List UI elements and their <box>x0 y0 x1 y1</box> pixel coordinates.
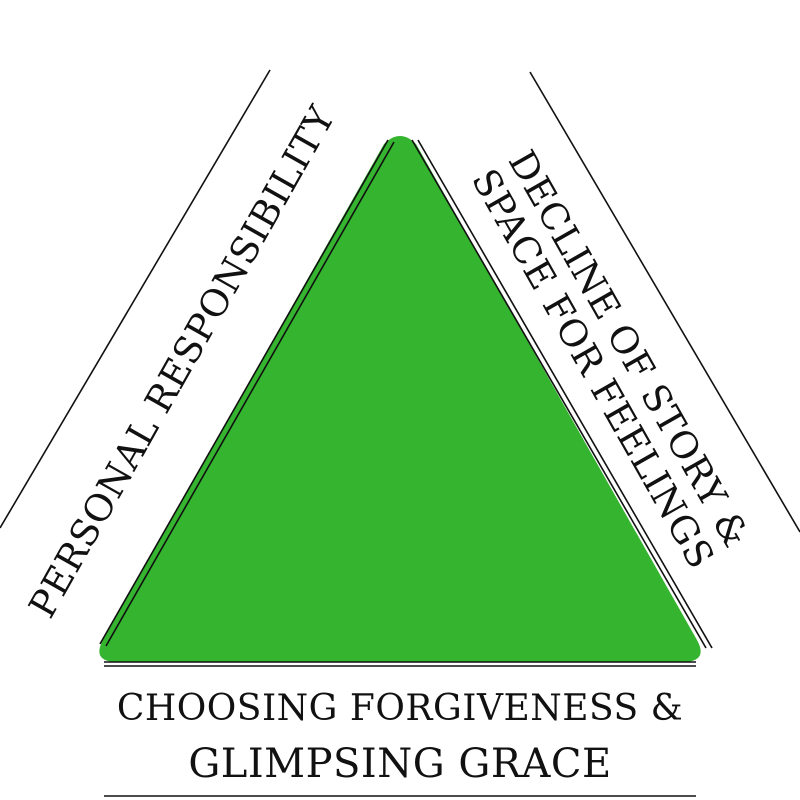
left-double-line <box>0 69 395 647</box>
bottom-label-line1: CHOOSING FORGIVENESS & <box>117 688 683 729</box>
right-double-line <box>411 71 800 649</box>
bottom-lines <box>104 661 696 797</box>
green-triangle <box>99 136 701 662</box>
bottom-label-line2: GLIMPSING GRACE <box>188 741 611 787</box>
